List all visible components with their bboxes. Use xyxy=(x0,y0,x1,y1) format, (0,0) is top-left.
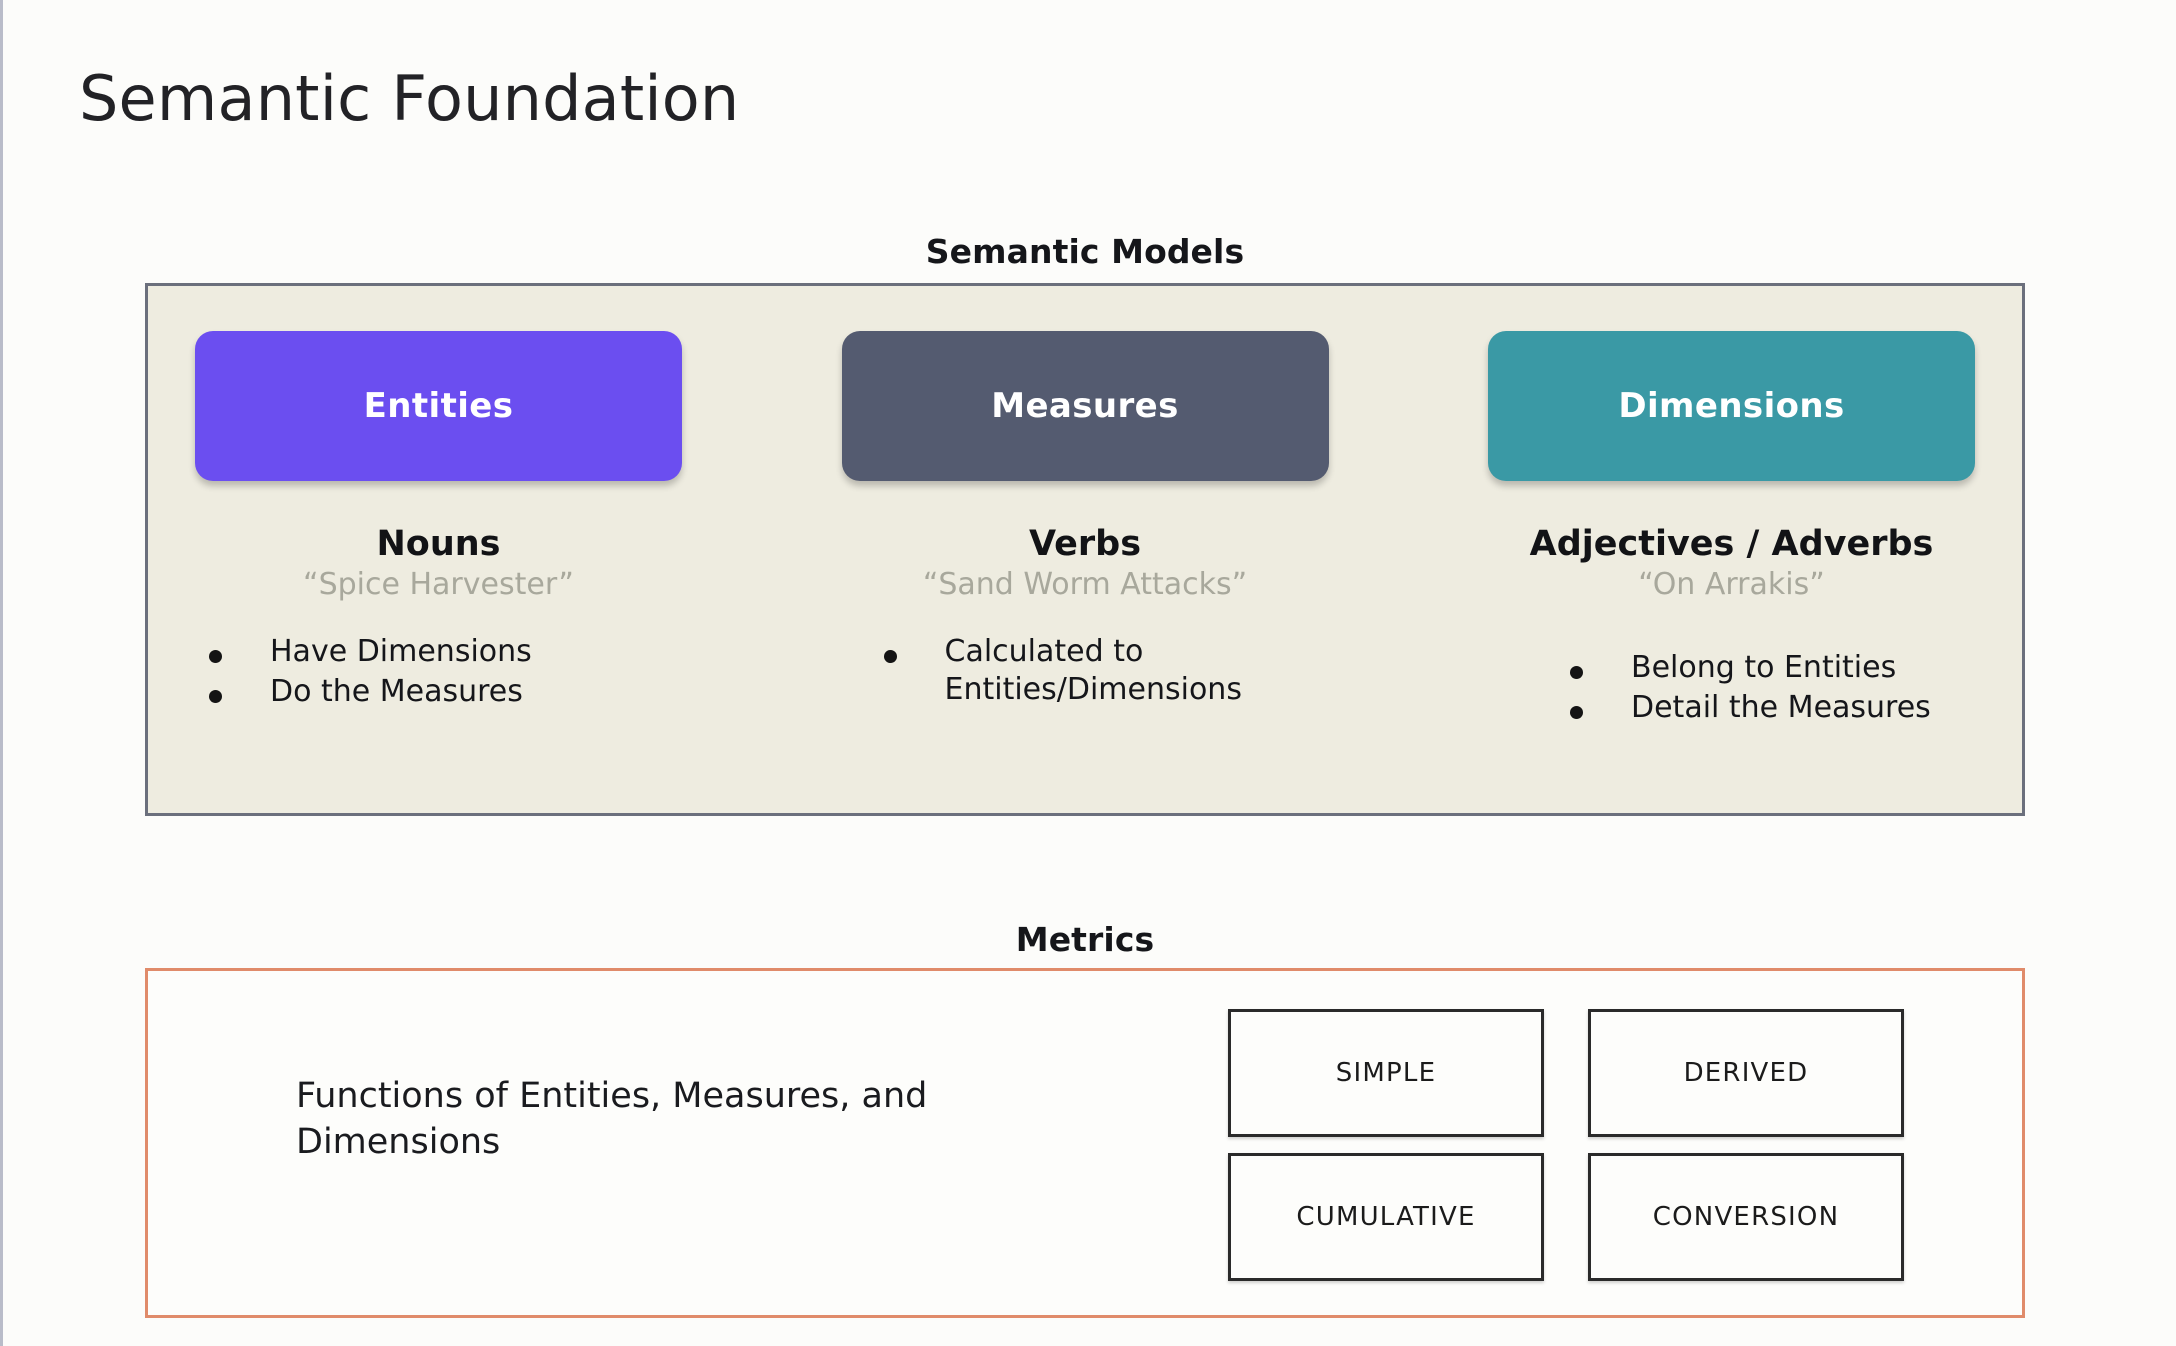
column-dimensions-heading: Adjectives / Adverbs xyxy=(1529,524,1934,564)
bullet-dot-icon xyxy=(1570,665,1583,679)
metrics-panel: Functions of Entities, Measures, and Dim… xyxy=(145,968,2025,1318)
list-item: Do the Measures xyxy=(209,673,523,711)
column-entities-heading: Nouns xyxy=(376,524,501,564)
bullet-label: Belong to Entities xyxy=(1631,649,1897,685)
list-item: Have Dimensions xyxy=(209,633,532,671)
bullet-dot-icon xyxy=(209,690,222,704)
column-measures-heading: Verbs xyxy=(1028,524,1142,564)
pill-measures[interactable]: Measures xyxy=(841,331,1329,481)
semantic-models-panel: Entities Measures Dimensions Nouns “Spic… xyxy=(145,283,2025,816)
column-measures: Verbs “Sand Worm Attacks” Calculated to … xyxy=(842,524,1329,730)
metrics-caption: Metrics xyxy=(1015,920,1155,959)
bullet-dot-icon xyxy=(1570,706,1583,720)
list-item: Calculated to Entities/Dimensions xyxy=(883,633,1245,710)
metric-box-cumulative[interactable]: CUMULATIVE xyxy=(1228,1153,1544,1281)
bullet-label: Do the Measures xyxy=(270,674,523,710)
column-measures-bullets: Calculated to Entities/Dimensions xyxy=(842,633,1329,712)
list-item: Detail the Measures xyxy=(1570,689,1931,727)
bullet-dot-icon xyxy=(883,649,897,663)
metric-box-simple[interactable]: SIMPLE xyxy=(1228,1009,1544,1137)
bullet-dot-icon xyxy=(209,649,222,663)
pill-dimensions[interactable]: Dimensions xyxy=(1488,331,1975,481)
bullet-label: Calculated to Entities/Dimensions xyxy=(944,633,1242,708)
semantic-models-caption: Semantic Models xyxy=(925,232,1245,271)
column-entities-bullets: Have Dimensions Do the Measures xyxy=(195,633,682,714)
semantic-columns: Nouns “Spice Harvester” Have Dimensions … xyxy=(148,524,2022,730)
column-entities: Nouns “Spice Harvester” Have Dimensions … xyxy=(195,524,682,730)
page-title: Semantic Foundation xyxy=(79,62,740,135)
metric-box-derived[interactable]: DERIVED xyxy=(1588,1009,1904,1137)
column-measures-example: “Sand Worm Attacks” xyxy=(922,566,1248,602)
metric-box-conversion[interactable]: CONVERSION xyxy=(1588,1153,1904,1281)
metric-type-grid: SIMPLE DERIVED CUMULATIVE CONVERSION xyxy=(1228,1009,1928,1281)
bullet-label: Have Dimensions xyxy=(270,633,532,669)
column-dimensions-example: “On Arrakis” xyxy=(1638,566,1825,602)
pill-entities[interactable]: Entities xyxy=(195,331,682,481)
semantic-pill-row: Entities Measures Dimensions xyxy=(148,331,2022,481)
bullet-label: Detail the Measures xyxy=(1631,690,1931,726)
list-item: Belong to Entities xyxy=(1570,649,1896,687)
column-dimensions-bullets: Belong to Entities Detail the Measures xyxy=(1488,649,1975,730)
column-dimensions: Adjectives / Adverbs “On Arrakis” Belong… xyxy=(1488,524,1975,730)
metrics-description: Functions of Entities, Measures, and Dim… xyxy=(296,1076,928,1163)
column-entities-example: “Spice Harvester” xyxy=(303,566,574,602)
